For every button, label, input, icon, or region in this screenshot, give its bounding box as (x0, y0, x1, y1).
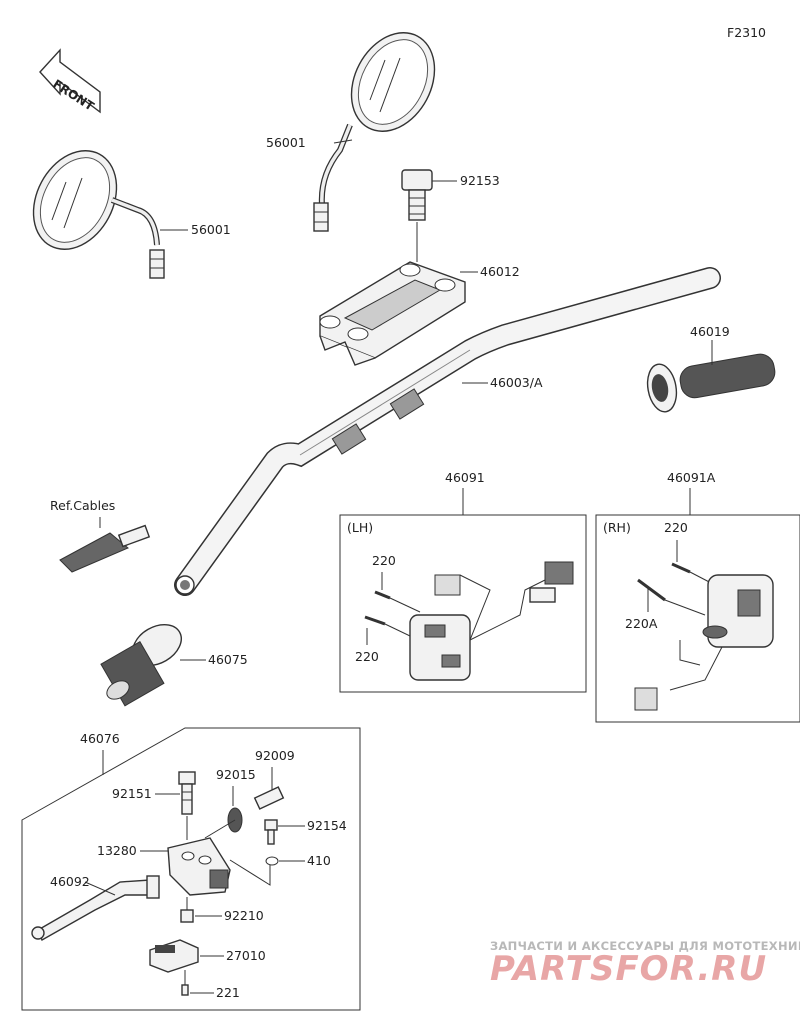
label-screw: 221 (216, 985, 240, 1000)
box-lever (21, 727, 361, 1011)
watermark-top: ЗАПЧАСТИ И АКСЕССУАРЫ ДЛЯ МОТОТЕХНИКИ (490, 939, 800, 953)
label-bolt-lever: 92151 (112, 786, 152, 801)
label-handlebar: 46003/A (490, 375, 543, 390)
bolt-holder (401, 169, 433, 221)
nut (180, 909, 194, 923)
handlebar-holder (319, 261, 466, 366)
label-lever-assy: 46076 (80, 731, 120, 746)
switch-lh (409, 561, 574, 681)
grip-left (100, 624, 182, 707)
switch-brake (149, 939, 199, 973)
label-holder: 46012 (480, 264, 520, 279)
box-lh (339, 514, 587, 693)
mirror-top (313, 32, 436, 232)
label-switch-lh: 46091 (445, 470, 485, 485)
adjuster (253, 786, 285, 810)
grip-right (646, 353, 776, 413)
switch-rh (634, 574, 774, 711)
handlebar (174, 267, 721, 596)
ref-label: Ref.Cables (50, 498, 115, 513)
label-washer: 410 (307, 853, 331, 868)
bolt-small (264, 819, 278, 845)
label-grip-left: 46075 (208, 652, 248, 667)
label-screw-lh-1: 220 (372, 553, 396, 568)
label-lever: 46092 (50, 874, 90, 889)
label-screw-rh-1: 220 (664, 520, 688, 535)
label-switch: 27010 (226, 948, 266, 963)
label-switch-rh: 46091A (667, 470, 716, 485)
figure-code: F2310 (727, 25, 766, 40)
watermark-brand: PARTSFOR.RU (490, 949, 767, 989)
bracket (167, 837, 231, 896)
box-rh-label: (RH) (603, 520, 631, 535)
label-screw-rh-2: 220A (625, 616, 658, 631)
washer (265, 856, 279, 866)
label-screw-lh-2: 220 (355, 649, 379, 664)
mirror-left (32, 150, 165, 279)
front-arrow-icon: FRONT (39, 48, 101, 114)
label-bracket: 13280 (97, 843, 137, 858)
label-bolt-holder: 92153 (460, 173, 500, 188)
box-lh-label: (LH) (347, 520, 373, 535)
label-mirror-left: 56001 (191, 222, 231, 237)
box-rh (595, 514, 800, 723)
cable-end (59, 524, 151, 573)
screw (181, 984, 189, 996)
label-mirror-top: 56001 (266, 135, 306, 150)
lever (31, 875, 160, 942)
label-bolt-small: 92154 (307, 818, 347, 833)
label-adjuster: 92009 (255, 748, 295, 763)
label-nut: 92210 (224, 908, 264, 923)
label-grip-right: 46019 (690, 324, 730, 339)
bolt-lever (178, 771, 196, 815)
label-nut-adjuster: 92015 (216, 767, 256, 782)
